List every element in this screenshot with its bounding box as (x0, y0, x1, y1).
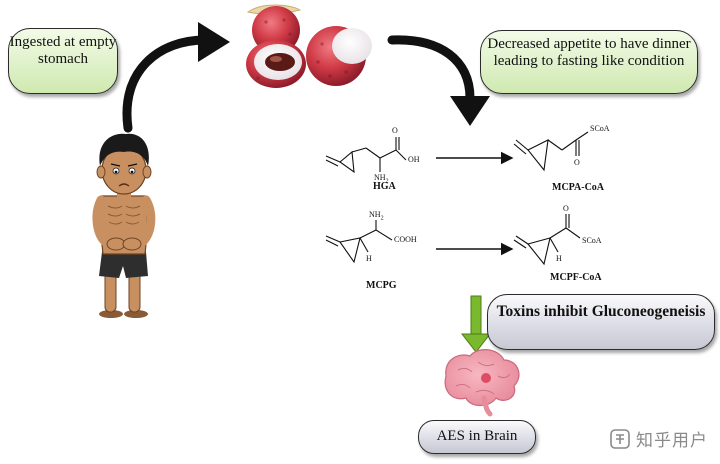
mcpg-structure (325, 220, 393, 264)
hga-structure (325, 137, 407, 174)
mcpf-coa-label: MCPF-CoA (550, 272, 602, 283)
oh-label: OH (408, 155, 420, 164)
toxins-box: Toxins inhibit Gluconeogeneisis (487, 294, 715, 350)
curved-arrow-icon (387, 35, 490, 126)
mcpf-coa-structure (513, 214, 581, 266)
o-label: O (574, 158, 580, 167)
aes-in-brain-box: AES in Brain (418, 420, 536, 454)
o-label: O (392, 126, 398, 135)
lychee-fruit-icon (246, 4, 372, 88)
mcpa-coa-label: MCPA-CoA (552, 182, 605, 193)
watermark-text: 知乎用户 (636, 431, 708, 451)
down-arrow-icon (460, 295, 492, 353)
h-label: H (366, 254, 372, 263)
nh2-label: NH2 (374, 173, 389, 185)
zhihu-logo-icon (609, 429, 630, 449)
mcpg-label: MCPG (366, 280, 397, 291)
h-label: H (556, 254, 562, 263)
o-label: O (563, 204, 569, 213)
scoa-label: SCoA (590, 124, 610, 133)
ingested-box: Ingested at empty stomach (8, 28, 118, 94)
nh2-label: NH2 (369, 210, 384, 222)
mcpa-coa-structure (513, 131, 589, 172)
decreased-appetite-box: Decreased appetite to have dinner leadin… (480, 30, 698, 94)
boy-illustration-icon (92, 133, 156, 318)
hga-label: HGA (373, 181, 396, 192)
watermark: 知乎用户 (609, 426, 708, 451)
cooh-label: COOH (394, 235, 417, 244)
brain-icon (444, 349, 520, 417)
scoa-label: SCoA (582, 236, 602, 245)
curved-arrow-icon (122, 22, 230, 133)
